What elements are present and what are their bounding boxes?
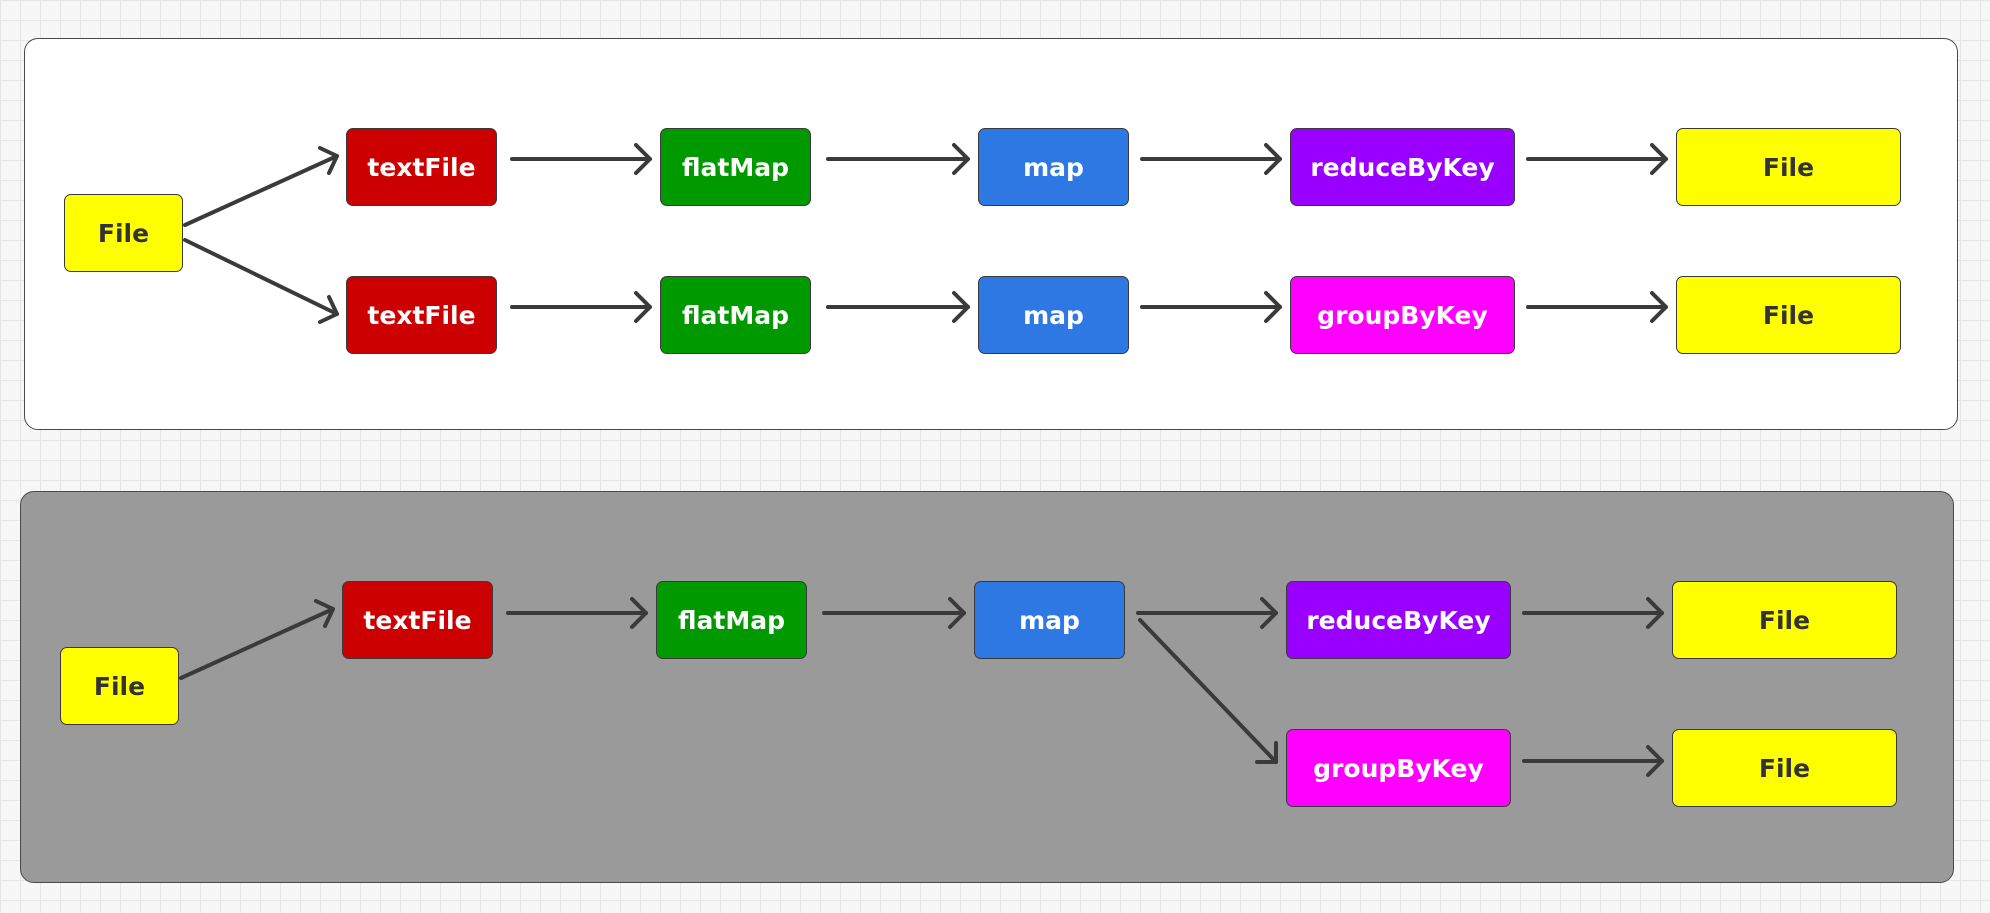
top-a-reducebykey-node[interactable]: reduceByKey — [1290, 128, 1515, 206]
bottom-b-output-file-node[interactable]: File — [1672, 729, 1897, 807]
top-b-textfile-node[interactable]: textFile — [346, 276, 497, 354]
persisted-none-panel — [24, 38, 1958, 430]
top-b-groupbykey-node[interactable]: groupByKey — [1290, 276, 1515, 354]
bottom-source-file-node[interactable]: File — [60, 647, 179, 725]
top-b-map-node[interactable]: map — [978, 276, 1129, 354]
bottom-a-output-file-node[interactable]: File — [1672, 581, 1897, 659]
top-b-output-file-node[interactable]: File — [1676, 276, 1901, 354]
shared-lineage-panel — [20, 491, 1954, 883]
top-a-output-file-node[interactable]: File — [1676, 128, 1901, 206]
bottom-textfile-node[interactable]: textFile — [342, 581, 493, 659]
bottom-groupbykey-node[interactable]: groupByKey — [1286, 729, 1511, 807]
top-source-file-node[interactable]: File — [64, 194, 183, 272]
bottom-map-node[interactable]: map — [974, 581, 1125, 659]
bottom-flatmap-node[interactable]: flatMap — [656, 581, 807, 659]
top-a-textfile-node[interactable]: textFile — [346, 128, 497, 206]
top-b-flatmap-node[interactable]: flatMap — [660, 276, 811, 354]
top-a-map-node[interactable]: map — [978, 128, 1129, 206]
top-a-flatmap-node[interactable]: flatMap — [660, 128, 811, 206]
bottom-reducebykey-node[interactable]: reduceByKey — [1286, 581, 1511, 659]
